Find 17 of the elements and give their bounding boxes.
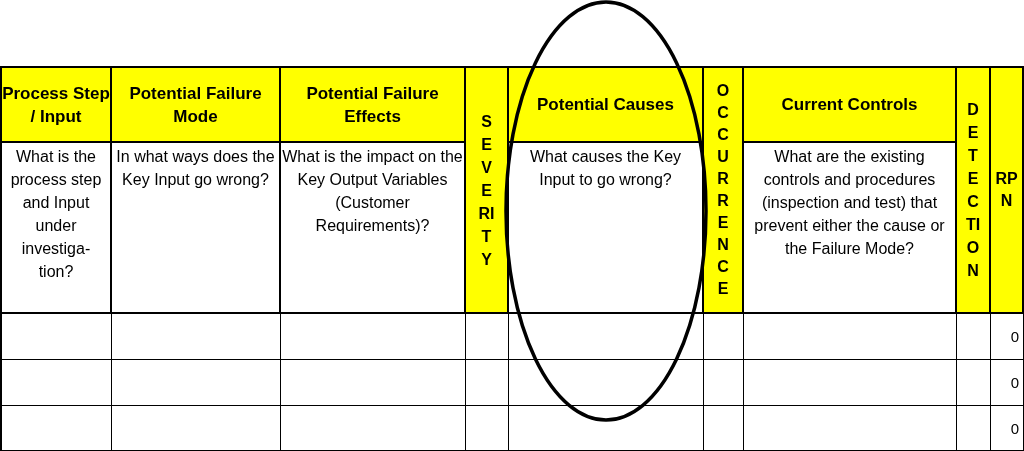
column-header: RPN — [994, 169, 1019, 211]
column-header: DETECTION — [965, 100, 981, 281]
column-description: What is the process step and Input under investiga- tion? — [9, 147, 103, 282]
rpn-value: 0 — [1010, 419, 1019, 437]
column-header: OCCURRENCE — [715, 81, 731, 299]
column-description: What causes the Key Input to go wrong? — [528, 147, 683, 190]
rpn-value: 0 — [1010, 328, 1019, 345]
column-header: SEVERITY — [478, 111, 495, 270]
column-header: Process Step / Input — [2, 82, 110, 128]
column-description: In what ways does the Key Input go wrong? — [115, 147, 276, 190]
column-header: Potential Failure Effects — [305, 82, 440, 128]
column-description: What are the existing controls and procedures (inspection and test) that prevent either the cause or the Failure Mode? — [753, 147, 946, 259]
rpn-value: 0 — [1010, 374, 1019, 391]
column-description: What is the impact on the Key Output Variables (Customer Requirements)? — [281, 147, 464, 236]
column-header: Current Controls — [781, 94, 918, 116]
column-header: Potential Failure Mode — [128, 82, 263, 128]
column-header: Potential Causes — [537, 94, 674, 116]
